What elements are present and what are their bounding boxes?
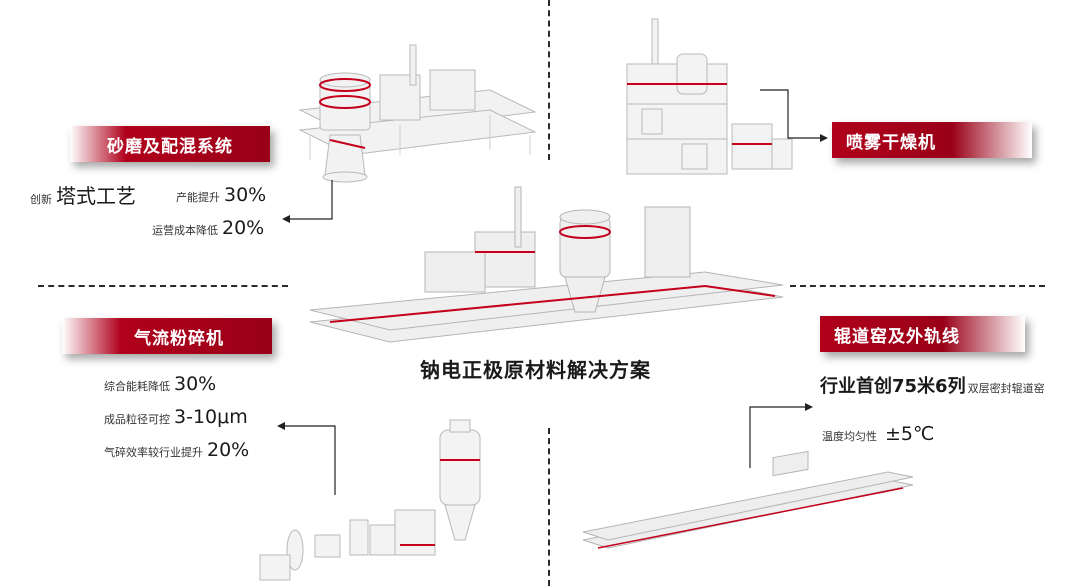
- stat-value: 30%: [174, 373, 217, 395]
- central-plant-illustration: [309, 186, 784, 343]
- stat-label: 创新: [30, 193, 52, 206]
- arrow-kiln: [749, 403, 813, 468]
- arrow-airflow: [277, 422, 336, 495]
- stat-label: 综合能耗降低: [104, 380, 170, 393]
- kiln-headline-main: 行业首创75米6列: [820, 376, 966, 397]
- airflow-mill-illustration: [259, 419, 481, 581]
- kiln-headline: 行业首创75米6列 双层密封辊道窑: [820, 372, 1045, 398]
- divider-bottom: [548, 428, 550, 586]
- kiln-stat-temperature: 温度均匀性 ±5℃: [822, 423, 934, 445]
- grinding-stat-capacity: 产能提升 30%: [176, 184, 266, 206]
- stat-label: 运营成本降低: [152, 224, 218, 237]
- spray-dryer-illustration: [626, 18, 793, 175]
- banner-kiln-label: 辊道窑及外轨线: [834, 326, 960, 347]
- grinding-stat-cost: 运营成本降低 20%: [152, 217, 264, 239]
- stat-label: 气碎效率较行业提升: [104, 446, 203, 459]
- banner-grinding-label: 砂磨及配混系统: [107, 136, 233, 157]
- stat-value: 20%: [207, 439, 250, 461]
- arrow-grinding: [282, 180, 333, 223]
- divider-right: [790, 285, 1045, 287]
- stat-label: 成品粒径可控: [104, 413, 170, 426]
- grinding-stat-innovation: 创新 塔式工艺: [30, 180, 136, 209]
- stat-value: ±5℃: [885, 423, 935, 445]
- airflow-stat-efficiency: 气碎效率较行业提升 20%: [104, 439, 249, 461]
- center-title: 钠电正极原材料解决方案: [420, 358, 651, 382]
- grinding-plant-illustration: [298, 44, 537, 183]
- airflow-stat-energy: 综合能耗降低 30%: [104, 373, 216, 395]
- banner-airflow-label: 气流粉碎机: [134, 328, 224, 349]
- stat-value: 20%: [222, 217, 265, 239]
- divider-left: [38, 285, 288, 287]
- divider-top: [548, 0, 550, 160]
- banner-spray-label: 喷雾干燥机: [846, 132, 936, 153]
- stat-value: 塔式工艺: [56, 184, 136, 208]
- banner-spray: 喷雾干燥机: [832, 122, 1032, 158]
- banner-grinding: 砂磨及配混系统: [70, 126, 270, 162]
- arrow-spray: [760, 89, 828, 142]
- banner-airflow: 气流粉碎机: [62, 318, 272, 354]
- stat-label: 产能提升: [176, 191, 220, 204]
- airflow-stat-particle: 成品粒径可控 3-10μm: [104, 406, 248, 428]
- stat-value: 3-10μm: [174, 406, 248, 428]
- stat-value: 30%: [224, 184, 267, 206]
- stat-label: 温度均匀性: [822, 430, 877, 443]
- banner-kiln: 辊道窑及外轨线: [820, 316, 1025, 352]
- roller-kiln-illustration: [582, 450, 914, 549]
- kiln-headline-suffix: 双层密封辊道窑: [967, 382, 1045, 395]
